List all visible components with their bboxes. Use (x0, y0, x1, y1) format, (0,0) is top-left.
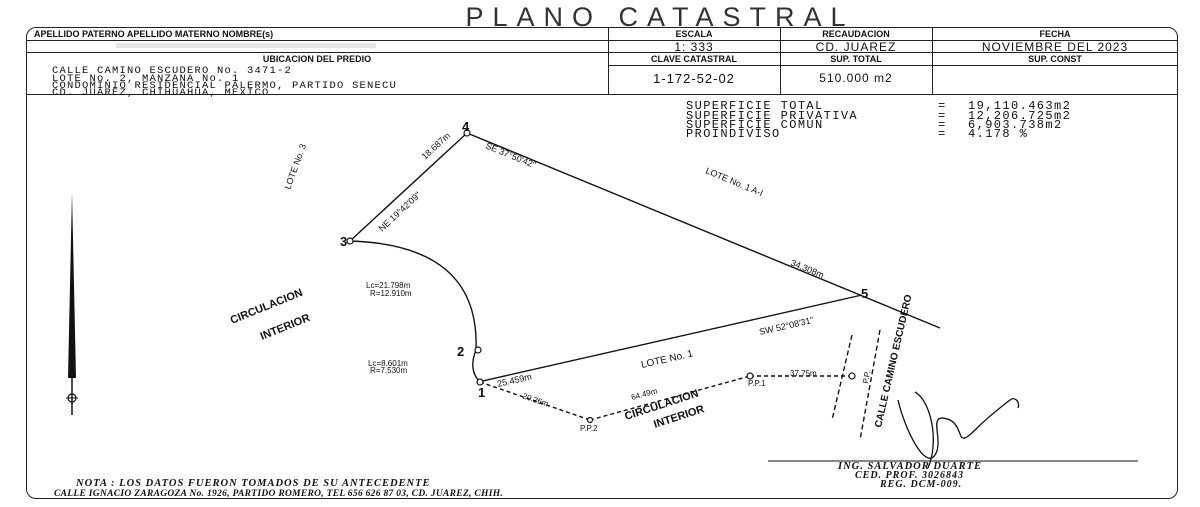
engineer-ced: CED. PROF. 3026843 (855, 470, 964, 481)
vertex-1-label: 1 (478, 385, 485, 400)
street-edge (831, 334, 853, 421)
location-label: UBICACION DEL PREDIO (262, 54, 372, 64)
lote-1a-label: LOTE No. 1 A-I (704, 166, 764, 199)
escala-label: ESCALA (675, 29, 713, 39)
pp-label: P.P. (861, 370, 872, 384)
curve2-lc: Lc=8.601m (368, 359, 408, 368)
bearing-3-4: NE 19°42'09" (377, 190, 423, 234)
curve-3-2 (349, 240, 477, 351)
proindiviso-row-eq: = (938, 127, 947, 141)
proindiviso-row-label: PROINDIVISO (686, 127, 781, 141)
street-edge-2 (859, 329, 881, 441)
owner-label: APELLIDO PATERNO APELLIDO MATERNO NOMBRE… (34, 29, 274, 39)
boundary-5-2 (477, 294, 863, 383)
footer-address: CALLE IGNACIO ZARAGOZA No. 1926, PARTIDO… (54, 489, 504, 499)
plan-frame (26, 27, 1178, 499)
recaudacion-value: CD. JUAREZ (815, 40, 897, 54)
fecha-label: FECHA (1039, 29, 1071, 39)
sup-privativa-row-eq: = (938, 109, 947, 123)
sup-total-value: 510.000 m2 (819, 71, 893, 85)
curve2-r: R=7.530m (370, 366, 407, 375)
vertex-5-label: 5 (861, 286, 868, 301)
address-line-1: CALLE CAMINO ESCUDERO No. 3471-2 (52, 65, 293, 77)
sup-privativa-row-value: 12,206.725m2 (968, 109, 1072, 123)
vertex-3-marker (346, 237, 354, 245)
street-label: CALLE CAMINO ESCUDERO (873, 293, 914, 428)
pp2-marker (586, 416, 594, 424)
pp1-marker (746, 372, 754, 380)
header-table: APELLIDO PATERNO APELLIDO MATERNO NOMBRE… (26, 27, 1178, 99)
vertex-3-label: 3 (340, 234, 347, 249)
lote-3-label: LOTE No. 3 (282, 143, 308, 191)
sup-total-row-label: SUPERFICIE TOTAL (686, 99, 824, 113)
sup-total-label: SUP. TOTAL (830, 54, 882, 64)
dist-1-2: 25.459m (496, 371, 532, 389)
address-line-3: CONDOMINIO RESIDENCIAL PALERMO, PARTIDO … (52, 80, 398, 92)
dist-pp1-pp: 37.75m (790, 369, 817, 378)
dist-3-4: 18.687m (420, 130, 453, 161)
engineer-name: ING. SALVADOR DUARTE (838, 461, 982, 472)
dist-1-pp2: 20.26m (521, 391, 549, 408)
line-1-pp2 (479, 381, 591, 421)
sup-comun-row-eq: = (938, 118, 947, 132)
boundary-3-4 (349, 132, 468, 242)
sup-comun-row-label: SUPERFICIE COMUN (686, 118, 824, 132)
bearing-5-2: SW 52°08'31" (758, 315, 814, 337)
address-line-4: CD. JUAREZ, CHIHUAHUA, MEXICO (52, 87, 270, 99)
nota-text: NOTA : LOS DATOS FUERON TOMADOS DE SU AN… (76, 478, 431, 489)
curve1-r: R=12.910m (370, 289, 412, 298)
dist-pp2-pp1: 64.49m (630, 386, 658, 402)
curve-2-1 (472, 349, 481, 383)
boundary-4-5 (466, 132, 941, 329)
sup-const-label: SUP. CONST (1028, 54, 1082, 64)
sup-privativa-row-label: SUPERFICIE PRIVATIVA (686, 109, 859, 123)
vertex-4-label: 4 (462, 119, 470, 134)
north-arrow-icon (66, 192, 78, 415)
lote-1-label: LOTE No. 1 (640, 348, 694, 371)
owner-redacted (116, 43, 376, 48)
pp1-label: P.P.1 (748, 379, 766, 388)
dist-4-5: 34.308m (789, 258, 825, 281)
sup-total-row-value: 19,110.463m2 (968, 99, 1072, 113)
circulacion-1-line2: INTERIOR (259, 312, 312, 343)
vertex-2-label: 2 (457, 344, 464, 359)
escala-value: 1: 333 (674, 40, 714, 54)
fecha-value: NOVIEMBRE DEL 2023 (981, 40, 1129, 54)
sup-comun-row-value: 6,903.738m2 (968, 118, 1063, 132)
clave-catastral-label: CLAVE CATASTRAL (651, 54, 737, 64)
clave-catastral-value: 1-172-52-02 (653, 71, 735, 86)
pp-marker (848, 372, 856, 380)
vertex-2-marker (474, 346, 482, 354)
vertex-4-marker (463, 129, 471, 137)
engineer-reg: REG. DCM-009. (880, 479, 963, 490)
curve1-lc: Lc=21.798m (366, 281, 411, 290)
signature (897, 391, 1020, 469)
bearing-4-5: SE 37°50'42" (484, 141, 537, 170)
proindiviso-row-value: 4.178 % (968, 127, 1029, 141)
vertex-1-marker (476, 378, 484, 386)
pp2-label: P.P.2 (580, 424, 598, 433)
sup-total-row-eq: = (938, 99, 947, 113)
recaudacion-label: RECAUDACION (822, 29, 890, 39)
address-line-2: LOTE No. 2, MANZANA No. 1 (52, 73, 240, 85)
